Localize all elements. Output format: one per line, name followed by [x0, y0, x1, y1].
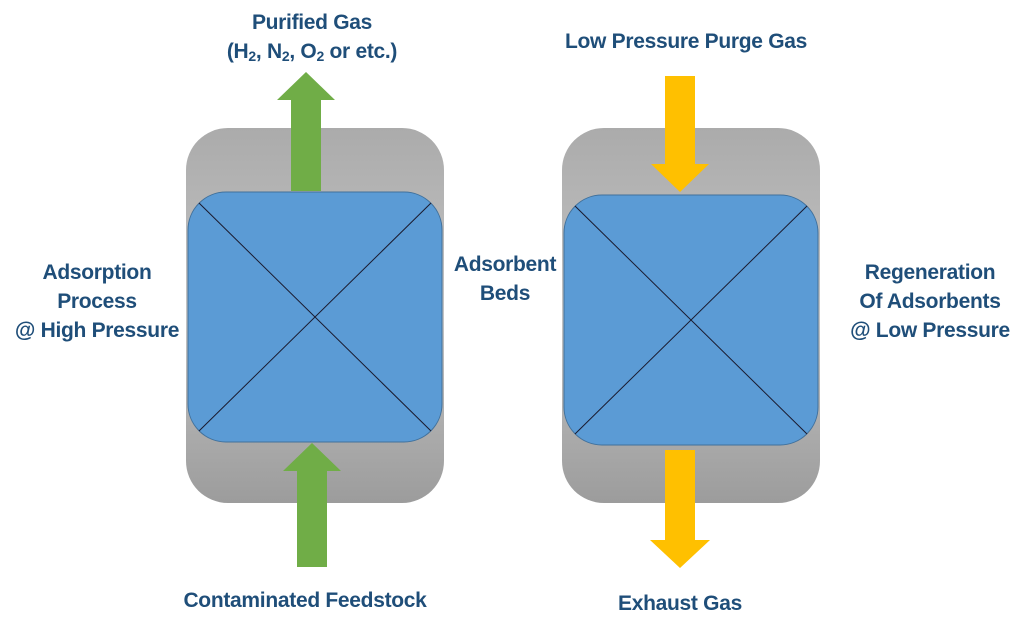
adsorbent-beds-label: Adsorbent Beds	[453, 253, 557, 305]
adsorption-bed-cross-line	[198, 202, 432, 432]
exhaust-gas-arrow	[650, 450, 710, 568]
exhaust-gas-label: Exhaust Gas	[618, 592, 742, 615]
purified-gas-formula: (H2, N2, O2 or etc.)	[226, 40, 398, 64]
contaminated-feedstock-label: Contaminated Feedstock	[183, 589, 427, 612]
purified-gas-title: Purified Gas	[251, 11, 373, 34]
feedstock-arrow	[283, 443, 341, 567]
purge-gas-arrow	[651, 76, 709, 192]
regeneration-label: Regeneration Of Adsorbents @ Low Pressur…	[850, 261, 1010, 342]
purified-gas-label: Purified Gas (H2, N2, O2 or etc.)	[200, 8, 424, 66]
adsorption-process-label: Adsorption Process @ High Pressure	[14, 261, 180, 342]
low-pressure-purge-gas-label: Low Pressure Purge Gas	[565, 30, 807, 53]
regeneration-bed-cross-line	[574, 205, 808, 435]
purified-gas-arrow	[277, 72, 335, 191]
